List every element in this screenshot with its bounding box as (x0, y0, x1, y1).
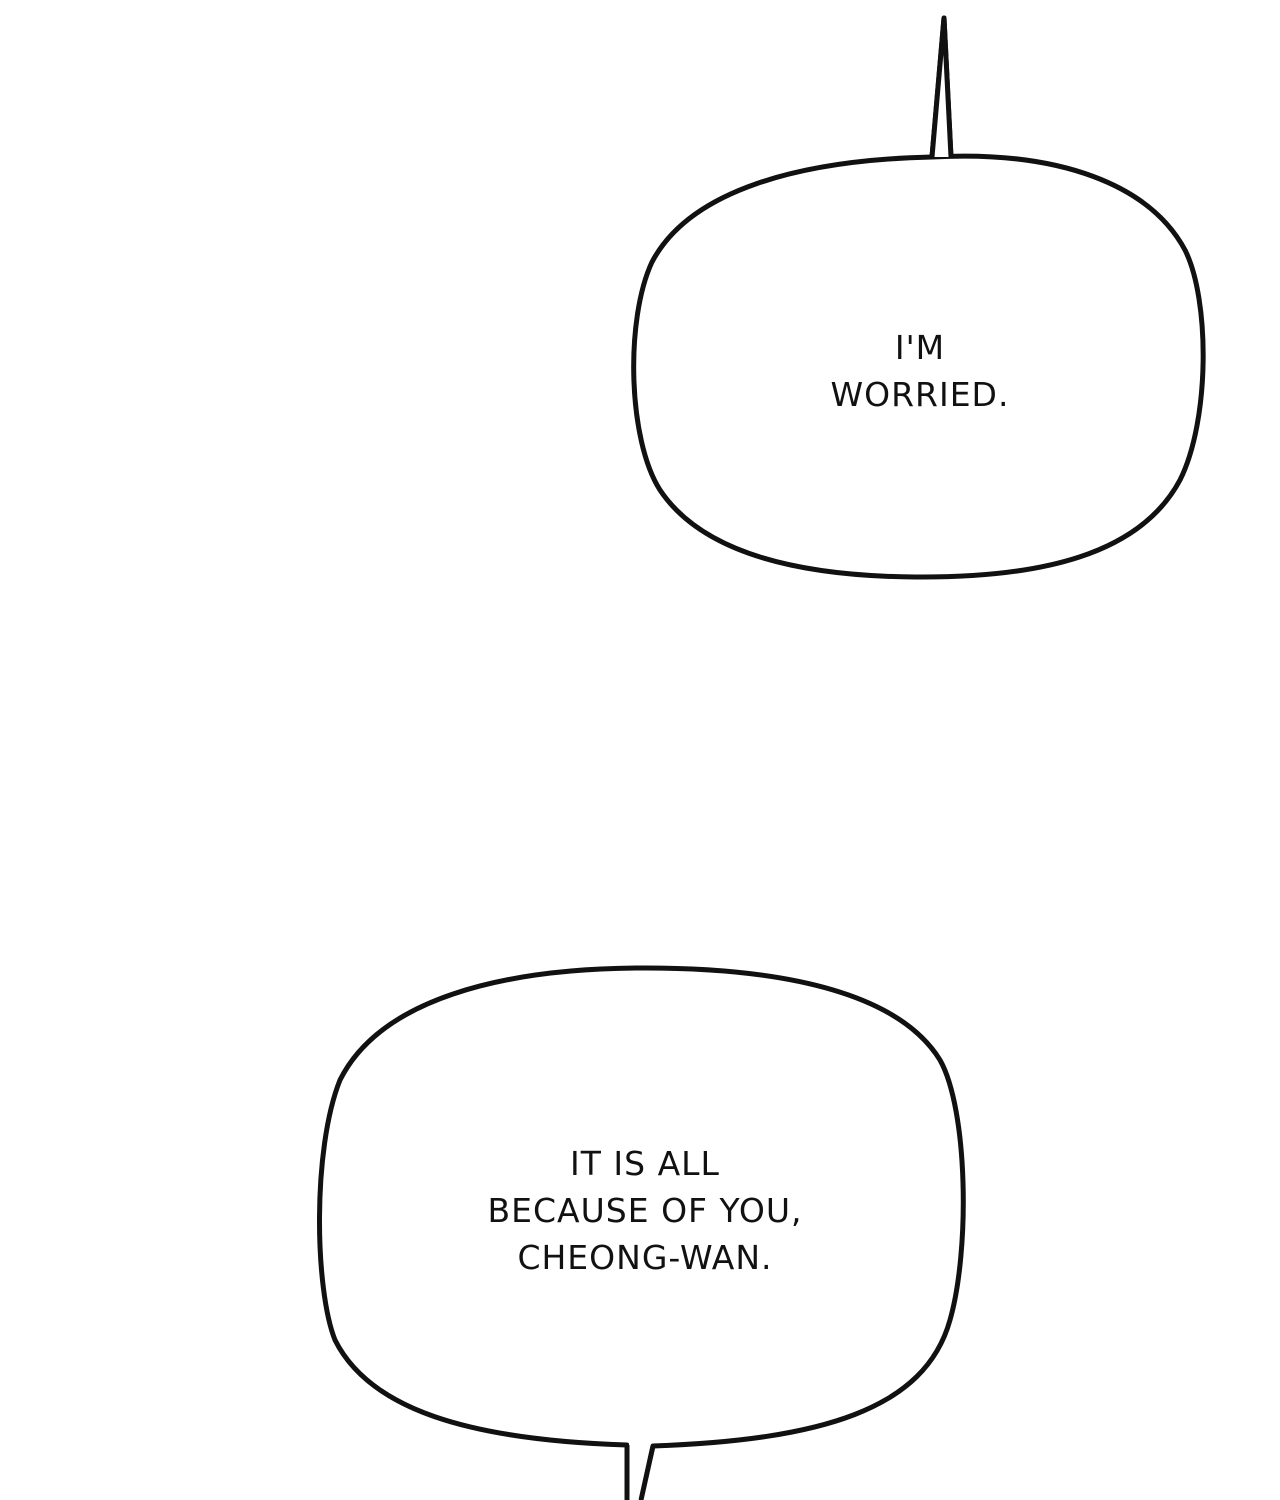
speech-bubble-worried-tail (929, 15, 954, 158)
speech-bubble-worried (631, 15, 1206, 580)
speech-bubble-because-tail-right-edge (638, 1445, 656, 1500)
bubble-line: I'M (894, 328, 946, 367)
bubble-line: BECAUSE OF YOU, (487, 1191, 803, 1230)
bubble-line: IT IS ALL (570, 1144, 720, 1183)
speech-bubble-because-tail (629, 1443, 651, 1500)
bubble-text-worried: I'M WORRIED. (760, 324, 1080, 418)
bubble-text-because: IT IS ALL BECAUSE OF YOU, CHEONG-WAN. (430, 1140, 860, 1281)
speech-bubble-because (317, 965, 966, 1500)
bubble-line: CHEONG-WAN. (517, 1238, 773, 1277)
bubble-line: WORRIED. (830, 375, 1010, 414)
